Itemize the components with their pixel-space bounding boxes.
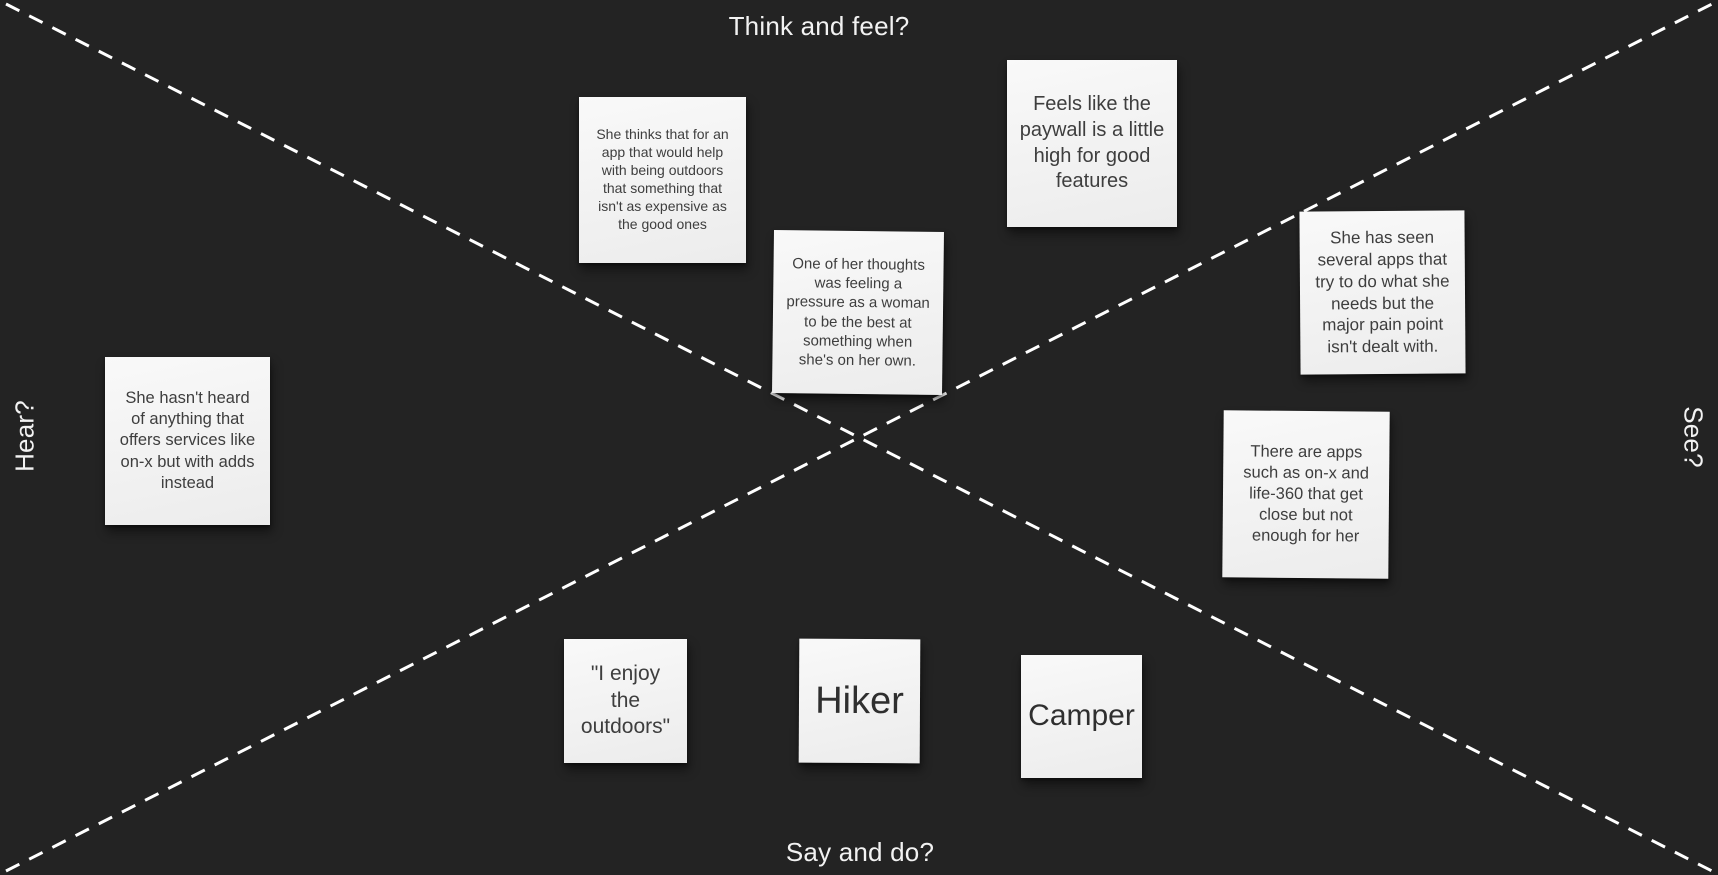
sticky-note-paywall[interactable]: Feels like the paywall is a little high … <box>1007 60 1177 227</box>
sticky-note-hasnt-heard[interactable]: She hasn't heard of anything that offers… <box>105 357 270 525</box>
sticky-note-seen-several-apps[interactable]: She has seen several apps that try to do… <box>1299 210 1466 375</box>
quadrant-label-think-and-feel[interactable]: Think and feel? <box>728 11 910 41</box>
sticky-note-onx-life360[interactable]: There are apps such as on-x and life-360… <box>1222 410 1390 579</box>
quadrant-label-say-and-do[interactable]: Say and do? <box>785 837 935 867</box>
sticky-note-app-expense[interactable]: She thinks that for an app that would he… <box>579 97 746 263</box>
quadrant-label-hear[interactable]: Hear? <box>9 400 40 472</box>
sticky-note-enjoy-outdoors[interactable]: "I enjoy the outdoors" <box>564 639 687 763</box>
quadrant-label-see[interactable]: See? <box>1678 406 1709 468</box>
sticky-note-pressure-as-woman[interactable]: One of her thoughts was feeling a pressu… <box>772 229 944 396</box>
sticky-note-hiker[interactable]: Hiker <box>798 638 921 764</box>
sticky-note-camper[interactable]: Camper <box>1021 655 1142 778</box>
